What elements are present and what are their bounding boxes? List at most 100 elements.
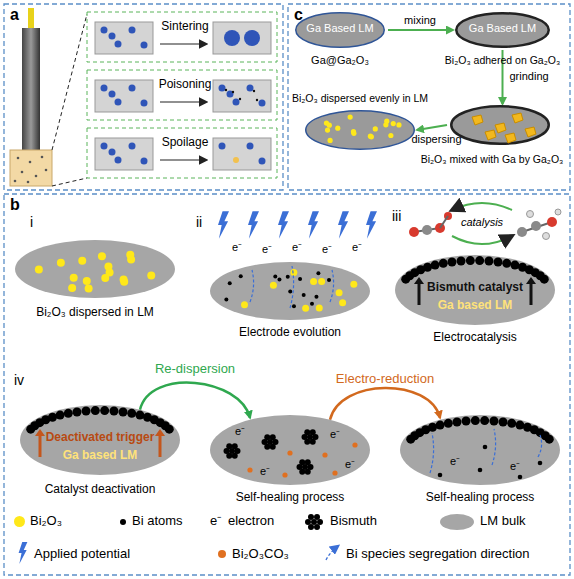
- bismuth-bead: [444, 419, 453, 428]
- bismuth-bead: [462, 417, 471, 426]
- particle: [335, 126, 340, 131]
- poison-dots: [239, 98, 241, 100]
- catalyst-particles: [233, 99, 240, 106]
- liquid-metal-ellipse: Deactivated triggerGa based LMCatalyst d…: [20, 405, 180, 475]
- bismuth-bead: [431, 261, 440, 270]
- edge-label: grinding: [510, 70, 549, 83]
- particle: [270, 282, 277, 289]
- panel-letter: c: [294, 6, 303, 24]
- process-arrow: [330, 388, 440, 420]
- ellipse-shape: [456, 13, 549, 47]
- legend-bismuth-cluster: [311, 519, 317, 525]
- carbonate-dot: [332, 470, 337, 475]
- catalyst-boxes: [213, 80, 271, 112]
- node-text: Self-healing process: [236, 491, 345, 505]
- particle: [325, 127, 330, 132]
- carbonate-dot: [322, 452, 327, 457]
- process-arrow: [417, 125, 447, 130]
- deactivation-rows: [87, 128, 277, 178]
- node-text: Bismuth catalyst: [427, 281, 523, 295]
- electrode: [52, 14, 87, 150]
- edge-label: Re-dispersion: [155, 362, 235, 377]
- catalyst-boxes: [95, 22, 153, 54]
- particle: [224, 297, 228, 301]
- electrode: [29, 161, 32, 164]
- electrode: [52, 178, 87, 186]
- sub-panel-number: e⁻: [235, 425, 245, 438]
- bi2o3-chunk: [525, 127, 536, 137]
- bismuth-cluster: [302, 464, 308, 470]
- bismuth-bead: [452, 417, 461, 426]
- sub-panel-number: e⁻: [352, 241, 362, 254]
- poison-dots: [225, 89, 258, 101]
- catalyst-particles: [109, 33, 116, 40]
- particle: [314, 295, 318, 299]
- legend-text: Bismuth: [330, 514, 377, 529]
- particle: [310, 278, 317, 285]
- liquid-metal-ellipse: Ga Based LMBi₂O₃ adhered on Ga₂O₃: [455, 12, 550, 48]
- process-arrows: [160, 159, 206, 160]
- poison-dots: [225, 89, 227, 91]
- bismuth-bead: [143, 413, 152, 422]
- edge-label: Electro-reduction: [336, 372, 434, 387]
- bismuth-bead: [64, 409, 73, 418]
- arrow-head: [155, 429, 165, 436]
- node-text: Deactivated trigger: [46, 431, 155, 445]
- bismuth-bead: [499, 417, 508, 426]
- segregation-path: [538, 435, 542, 457]
- electrode: [28, 8, 34, 30]
- particle: [328, 138, 333, 143]
- particle: [310, 302, 314, 306]
- bismuth-bead: [82, 407, 91, 416]
- applied-potential-bolts: [278, 211, 289, 239]
- particle: [350, 281, 357, 288]
- node-text: Ga@Ga₂O₃: [311, 54, 369, 67]
- catalyst-particles: [141, 158, 148, 165]
- liquid-metal-ellipse: Bi₂O₃ dispersed evenly in LM: [305, 110, 415, 150]
- catalyst-boxes: [213, 138, 271, 170]
- catalyst-particles: [259, 158, 266, 165]
- legend-bismuth-cluster: [308, 524, 314, 530]
- legend-segregation-arrow: [326, 546, 338, 560]
- particle: [241, 301, 248, 308]
- electrode: [10, 8, 87, 186]
- applied-potential-bolts: [248, 211, 259, 239]
- segregation-path: [290, 266, 294, 308]
- liquid-metal-ellipse: Self-healing process: [400, 415, 560, 485]
- panel-letter: b: [10, 196, 20, 214]
- ellipse-shape: [400, 415, 560, 485]
- legend-text: electron: [228, 514, 274, 529]
- liquid-metal-ellipse: Self-healing process: [210, 415, 370, 485]
- particle: [327, 123, 332, 128]
- catalyst-particles: [227, 91, 234, 98]
- spoiled-particles: [233, 157, 239, 163]
- legend-text: LM bulk: [480, 514, 526, 529]
- bismuth-bead: [100, 406, 109, 415]
- segregation-arrow: [530, 283, 533, 305]
- product-molecule: [543, 233, 550, 240]
- sub-panel-number: e⁻: [292, 241, 302, 254]
- sub-panel-number: ii: [196, 214, 202, 230]
- legend-text: Applied potential: [34, 547, 130, 562]
- electrode: [27, 181, 30, 184]
- applied-potential-bolts: [366, 211, 377, 239]
- product-molecule: [517, 227, 527, 237]
- particle: [348, 115, 353, 120]
- product-molecule: [547, 217, 557, 227]
- particle: [290, 269, 297, 276]
- ellipse-shape: [15, 240, 175, 298]
- bi-atom: [538, 461, 543, 466]
- particle: [327, 278, 331, 282]
- legend-bismuth-cluster: [314, 514, 320, 520]
- catalyst-particles: [259, 100, 266, 107]
- carbonate-dot: [247, 467, 252, 472]
- bi2o3-chunk: [485, 130, 496, 140]
- ellipse-shape: [306, 111, 415, 150]
- bismuth-bead: [56, 411, 65, 420]
- poison-dots: [232, 91, 234, 93]
- product-molecule: [517, 209, 561, 240]
- particle: [369, 134, 374, 139]
- particle: [288, 289, 292, 293]
- catalyst-particles: [129, 143, 136, 150]
- segregation-path: [430, 433, 434, 473]
